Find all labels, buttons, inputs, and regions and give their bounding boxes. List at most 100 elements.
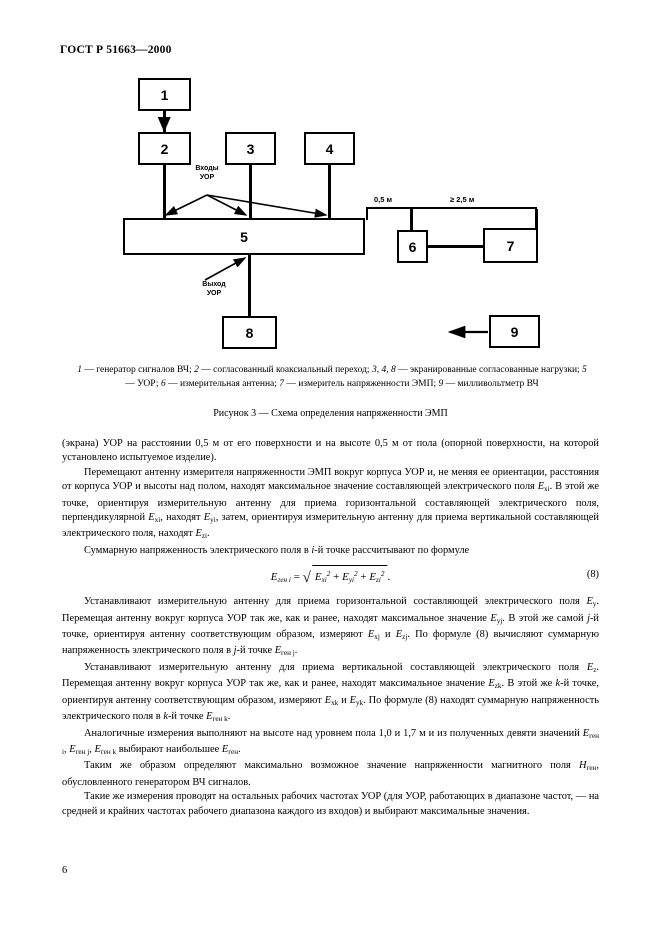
p2-c: , находят — [160, 512, 204, 524]
body-text: (экрана) УОР на расстоянии 0,5 м от его … — [62, 437, 599, 819]
p5-b: . Перемещая антенну вокруг корпуса УОР т… — [62, 661, 599, 690]
p5-a: Устанавливают измерительную антенну для … — [84, 661, 587, 673]
figure-caption: Рисунок 3 — Схема определения напряженно… — [213, 408, 448, 419]
p5-var4-sub: yk — [355, 698, 364, 707]
p6-var2: E — [69, 743, 76, 755]
p2-var2: E — [148, 512, 155, 524]
dimension-tick-left — [366, 207, 368, 220]
formula-t2-pow: 2 — [354, 570, 358, 579]
paragraph-3: Суммарную напряженность электрического п… — [62, 544, 599, 558]
paragraph-8: Такие же измерения проводят на остальных… — [62, 791, 599, 817]
p5-var5-sub: ген k — [212, 715, 228, 724]
figure-legend: 1 — генератор сигналов ВЧ; 2 — согласова… — [74, 364, 590, 391]
p4-var3: E — [367, 629, 375, 641]
formula-t2: E — [342, 571, 349, 584]
p5-g: -й точке — [167, 711, 207, 723]
p3-a: Суммарную напряженность электрического п… — [84, 544, 312, 556]
inputs-annotation-line2: УОР — [199, 173, 215, 181]
diagram-box-3: 3 — [225, 132, 276, 165]
formula-plus-2: + — [360, 571, 367, 584]
p5-c: . В этой же — [501, 678, 556, 690]
dimension-line — [366, 207, 537, 209]
connector-4-5 — [328, 165, 331, 218]
formula-t1: E — [314, 571, 322, 584]
p7-b: , обусловленного генератором ВЧ сигналов… — [62, 760, 599, 788]
formula-equals: = — [293, 571, 300, 584]
p5-e: и — [338, 694, 350, 706]
standard-header: ГОСТ Р 51663—2000 — [60, 44, 172, 56]
legend-ref-7: 7 — [279, 378, 285, 389]
p2-var1: E — [537, 481, 545, 493]
legend-ref-9: 9 — [438, 378, 444, 389]
p2-var4-sub: zi — [201, 532, 208, 541]
diagram-box-9: 9 — [489, 315, 540, 348]
arrow-output-pointer — [204, 257, 247, 281]
p2-b: . В этой же точке, ориентируя измеритель… — [62, 481, 599, 524]
p6-c: , — [89, 743, 95, 755]
paragraph-7: Таким же образом определяют максимально … — [62, 759, 599, 790]
output-annotation-line1: Выход — [202, 281, 226, 288]
p4-f: . По формуле (8) вычисляют суммарную нап… — [62, 629, 599, 657]
paragraph-5: Устанавливают измерительную антенну для … — [62, 661, 599, 727]
p5-var2-sub: zk — [494, 682, 502, 691]
formula-trail: . — [387, 571, 391, 584]
connector-dim-7 — [535, 209, 538, 235]
inputs-annotation: Входы УОР — [181, 165, 233, 182]
legend-ref-6: 6 — [160, 378, 166, 389]
p4-e: и — [379, 629, 396, 641]
p6-var4: E — [221, 743, 229, 755]
diagram-box-2: 2 — [138, 132, 191, 165]
paragraph-2: Перемещают антенну измерителя напряженно… — [62, 466, 599, 544]
p2-var1-sub: xi — [544, 485, 550, 494]
p4-g: -й точке — [236, 645, 275, 657]
p6-var2-sub: ген j — [75, 747, 90, 756]
connector-2-5 — [163, 165, 166, 218]
legend-ref-2: 2 — [194, 365, 199, 375]
p2-var2-sub: xi — [154, 516, 161, 525]
p2-e: . — [207, 528, 210, 540]
paragraph-6: Аналогичные измерения выполняют на высот… — [62, 727, 599, 760]
p4-c: . В этой же самой — [502, 612, 588, 624]
p4-var2-sub: yj — [496, 616, 503, 625]
p2-var4: E — [195, 528, 202, 540]
p4-var5: E — [274, 645, 282, 657]
formula-number: (8) — [586, 569, 599, 581]
output-annotation-line2: УОР — [206, 289, 222, 297]
p2-d: , затем, ориентируя измерительную антенн… — [62, 512, 599, 540]
p6-b: , — [64, 743, 70, 755]
radicand: Exi2 + Eyi2 + Ezi2 — [311, 565, 388, 587]
p4-index-j: j — [587, 612, 590, 624]
dimension-label-2: ≥ 2,5 м — [450, 195, 475, 204]
p6-var4-sub: ген — [228, 747, 239, 756]
legend-text-7: — милливольтметр ВЧ — [443, 378, 539, 389]
diagram-arrows — [157, 112, 488, 339]
p4-var4: E — [395, 629, 403, 641]
p4-var2: E — [490, 612, 497, 624]
p6-e: . — [238, 743, 241, 755]
formula-8: Eген i = √Exi2 + Eyi2 + Ezi2. — [271, 565, 390, 587]
formula-row: Eген i = √Exi2 + Eyi2 + Ezi2. (8) — [62, 565, 599, 589]
radical-sign: √ — [302, 570, 311, 587]
p5-var4: E — [349, 694, 356, 706]
p4-var3-sub: xj — [374, 633, 380, 642]
p5-var2: E — [488, 678, 495, 690]
figure-diagram: 1 2 3 4 Входы УОР 5 Выход УОР 8 — [0, 62, 661, 362]
formula-t2-sub: yi — [348, 576, 355, 585]
p5-var1: E — [586, 661, 594, 673]
connector-5-8 — [248, 255, 251, 316]
dimension-label-1: 0,5 м — [374, 195, 393, 204]
p7-var1: H — [578, 760, 587, 772]
p4-var5-sub: ген j — [281, 649, 295, 658]
page-number: 6 — [62, 865, 68, 876]
p4-a: Устанавливают измерительную антенну для … — [84, 596, 587, 608]
connector-dim-6 — [410, 209, 413, 235]
p6-a: Аналогичные измерения выполняют на высот… — [84, 727, 583, 739]
arrow-inputs-to-4 — [206, 194, 328, 218]
formula-lhs-sub: ген i — [277, 576, 291, 585]
legend-text-3: — экранированные согласованные нагрузки; — [395, 365, 583, 375]
legend-text-6: — измеритель напряженности ЭМП; — [284, 378, 439, 389]
p5-var5: E — [206, 711, 213, 723]
p4-var4-sub: zj — [402, 633, 408, 642]
legend-text-4: — УОР; — [125, 378, 161, 389]
output-annotation: Выход УОР — [190, 281, 238, 298]
